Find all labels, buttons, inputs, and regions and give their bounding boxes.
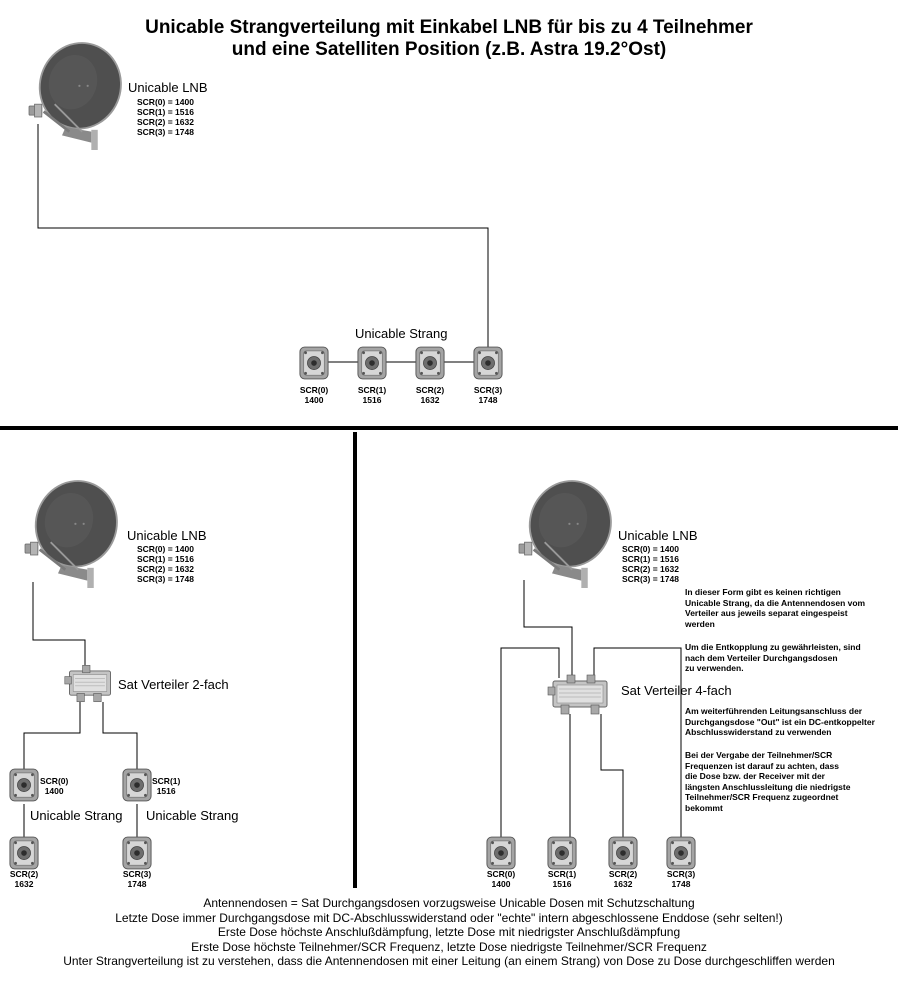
dose-freq: 1748 [671, 879, 691, 889]
dose-freq: 1748 [127, 879, 147, 889]
lnb-scr-0: SCR(0) = 1400 [137, 544, 194, 554]
note-2: Um die Entkopplung zu gewährleisten, sin… [685, 642, 861, 673]
diagram-title-line-1: Unicable Strangverteilung mit Einkabel L… [145, 17, 753, 38]
lnb-scr-0: SCR(0) = 1400 [137, 97, 194, 107]
dose-scr: SCR(2) [415, 385, 445, 395]
left-strang-label-2: Unicable Strang [146, 808, 239, 823]
antenna-socket-icon [547, 836, 577, 870]
antenna-socket-icon [473, 346, 503, 380]
right-lnb-label: Unicable LNB [618, 528, 698, 543]
dose-freq: 1516 [156, 786, 176, 796]
right-splitter-label: Sat Verteiler 4-fach [621, 683, 732, 698]
dose-scr: SCR(3) [666, 869, 696, 879]
top-dose-1-label: SCR(1) 1516 [347, 385, 397, 405]
dose-freq: 1400 [304, 395, 324, 405]
left-dose-1-label: SCR(1) 1516 [152, 776, 180, 796]
dose-freq: 1516 [552, 879, 572, 889]
footer-line-5: Unter Strangverteilung ist zu verstehen,… [63, 954, 835, 968]
right-lnb-scr-list: SCR(0) = 1400 SCR(1) = 1516 SCR(2) = 163… [622, 544, 679, 584]
lnb-scr-1: SCR(1) = 1516 [137, 554, 194, 564]
dose-scr: SCR(0) [40, 776, 69, 786]
antenna-socket-icon [122, 768, 152, 802]
antenna-socket-icon [486, 836, 516, 870]
dose-scr: SCR(1) [152, 776, 181, 786]
dose-freq: 1748 [478, 395, 498, 405]
lnb-scr-3: SCR(3) = 1748 [137, 574, 194, 584]
lnb-scr-list: SCR(0) = 1400 SCR(1) = 1516 SCR(2) = 163… [137, 97, 194, 137]
lnb-scr-2: SCR(2) = 1632 [137, 564, 194, 574]
dose-freq: 1632 [14, 879, 34, 889]
left-splitter-label: Sat Verteiler 2-fach [118, 677, 229, 692]
dose-freq: 1400 [491, 879, 511, 889]
right-dose-3-label: SCR(3) 1748 [656, 869, 706, 889]
lnb-scr-3: SCR(3) = 1748 [622, 574, 679, 584]
lnb-dish-icon [27, 40, 128, 150]
antenna-socket-icon [415, 346, 445, 380]
dose-scr: SCR(1) [357, 385, 387, 395]
left-lnb-label: Unicable LNB [127, 528, 207, 543]
footer-line-2: Letzte Dose immer Durchgangsdose mit DC-… [115, 910, 783, 925]
antenna-socket-icon [608, 836, 638, 870]
lnb-scr-1: SCR(1) = 1516 [622, 554, 679, 564]
left-lnb-scr-list: SCR(0) = 1400 SCR(1) = 1516 SCR(2) = 163… [137, 544, 194, 584]
lnb-label: Unicable LNB [128, 80, 208, 95]
note-1: In dieser Form gibt es keinen richtigen … [685, 587, 866, 629]
top-dose-0-label: SCR(0) 1400 [289, 385, 339, 405]
left-dose-3-label: SCR(3) 1748 [112, 869, 162, 889]
footer-line-3: Erste Dose höchste Anschlußdämpfung, let… [217, 925, 681, 939]
dose-scr: SCR(1) [547, 869, 577, 879]
lnb-scr-3: SCR(3) = 1748 [137, 127, 194, 137]
dose-scr: SCR(0) [486, 869, 516, 879]
left-dose-2-label: SCR(2) 1632 [0, 869, 49, 889]
top-strang-label: Unicable Strang [355, 326, 448, 341]
dose-scr: SCR(3) [473, 385, 503, 395]
lnb-scr-2: SCR(2) = 1632 [622, 564, 679, 574]
footer-line-1: Antennendosen = Sat Durchgangsdosen vorz… [203, 896, 695, 910]
right-dose-0-label: SCR(0) 1400 [476, 869, 526, 889]
lnb-dish-icon [23, 478, 124, 588]
note-4: Bei der Vergabe der Teilnehmer/SCR Frequ… [685, 750, 851, 813]
splitter-4-fach-icon [547, 674, 608, 715]
antenna-socket-icon [357, 346, 387, 380]
dose-scr: SCR(2) [9, 869, 39, 879]
right-dose-1-label: SCR(1) 1516 [537, 869, 587, 889]
note-3: Am weiterführenden Leitungsanschluss der… [685, 706, 875, 737]
right-dose-2-label: SCR(2) 1632 [598, 869, 648, 889]
antenna-socket-icon [299, 346, 329, 380]
antenna-socket-icon [9, 768, 39, 802]
antenna-socket-icon [122, 836, 152, 870]
left-wires [23, 582, 138, 838]
dose-scr: SCR(2) [608, 869, 638, 879]
dose-freq: 1632 [420, 395, 440, 405]
top-dose-2-label: SCR(2) 1632 [405, 385, 455, 405]
antenna-socket-icon [9, 836, 39, 870]
left-dose-0-label: SCR(0) 1400 [40, 776, 68, 796]
dose-scr: SCR(3) [122, 869, 152, 879]
diagram-title-line-2: und eine Satelliten Position (z.B. Astra… [231, 39, 667, 60]
splitter-2-fach-icon [64, 664, 112, 703]
left-strang-label-1: Unicable Strang [30, 808, 123, 823]
dose-freq: 1632 [613, 879, 633, 889]
dose-freq: 1400 [44, 786, 64, 796]
lnb-scr-1: SCR(1) = 1516 [137, 107, 194, 117]
lnb-dish-icon [517, 478, 618, 588]
lnb-scr-2: SCR(2) = 1632 [137, 117, 194, 127]
dose-scr: SCR(0) [299, 385, 329, 395]
top-dose-3-label: SCR(3) 1748 [463, 385, 513, 405]
lnb-scr-0: SCR(0) = 1400 [622, 544, 679, 554]
right-wires [500, 580, 682, 838]
antenna-socket-icon [666, 836, 696, 870]
top-wires [37, 124, 489, 363]
dose-freq: 1516 [362, 395, 382, 405]
footer-line-4: Erste Dose höchste Teilnehmer/SCR Freque… [191, 939, 707, 954]
footer-notes: Antennendosen = Sat Durchgangsdosen vorz… [0, 896, 898, 969]
